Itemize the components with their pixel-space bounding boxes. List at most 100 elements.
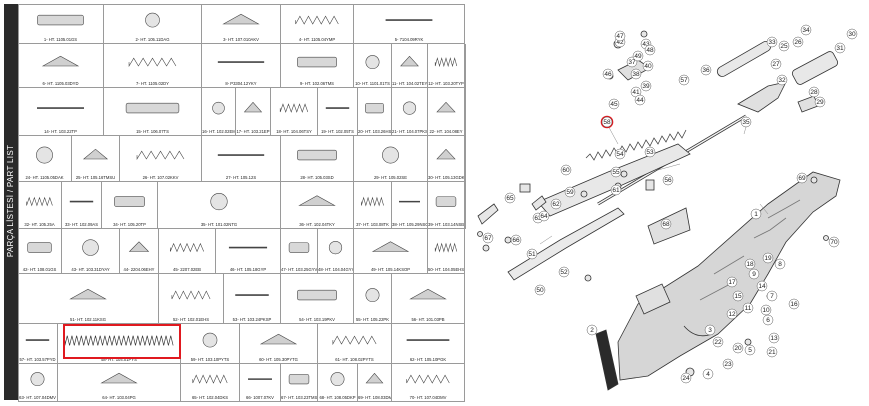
receiver xyxy=(537,143,691,217)
callout-circle xyxy=(644,44,656,56)
part-illustration xyxy=(332,335,377,346)
part-illustration xyxy=(25,339,50,341)
silencer-sleeve xyxy=(716,41,772,77)
callout-number: 28 xyxy=(810,89,818,96)
callout-number: 51 xyxy=(528,251,536,258)
callout-circle xyxy=(644,146,656,158)
callout-number: 18 xyxy=(746,261,754,268)
callout-number: 13 xyxy=(770,335,778,342)
part-illustration xyxy=(217,61,265,63)
part-illustration xyxy=(365,102,384,114)
callout-number: 42 xyxy=(616,39,624,46)
callout-circle xyxy=(504,192,516,204)
part-cell: 30- HT. 105.13GDK xyxy=(428,136,465,182)
callout-number: 64 xyxy=(540,213,548,220)
callout-number: 4 xyxy=(706,371,710,378)
callout-circle xyxy=(510,234,522,246)
callout-circle xyxy=(774,258,786,270)
callout-circle xyxy=(712,336,724,348)
part-label: 55- HT. 105.22PK xyxy=(355,317,390,322)
callout-number: 35 xyxy=(742,119,750,126)
part-cell: 16- HT. 102.02EMS xyxy=(202,88,236,136)
muzzle-cone xyxy=(737,81,787,113)
part-label: 61- HT. 108.02PYTS xyxy=(335,357,374,362)
part-label: 14- HT. 103.22TP xyxy=(44,129,77,134)
part-cell: 34- HT. 105.20TP xyxy=(102,182,158,229)
part-illustration xyxy=(235,294,269,296)
part-illustration xyxy=(400,55,419,67)
callout-circle xyxy=(660,218,672,230)
part-label: 36- HT. 102.04TKY xyxy=(299,222,335,227)
callout-number: 43 xyxy=(642,41,650,48)
part-label: 34- HT. 105.20TP xyxy=(113,222,146,227)
callout-circle xyxy=(766,290,778,302)
part-label: 69- HT. 108.03DMVP xyxy=(358,395,392,400)
part-label: 26- HT. 107.02KKV xyxy=(142,175,179,180)
callout-circle xyxy=(766,346,778,358)
part-label: 43- HT. 103.31DYAY xyxy=(71,267,110,272)
callout-circle xyxy=(834,42,846,54)
part-label: 67- HT. 103.23TMSP xyxy=(281,395,318,400)
mainspring-illustration xyxy=(64,335,174,346)
part-illustration xyxy=(192,374,228,384)
callout-circle xyxy=(768,332,780,344)
part-cell: 28- HT. 105.03SD xyxy=(281,136,354,182)
part-cell: 15- HT. 106.07TS xyxy=(104,88,202,136)
part-label: 29- HT. 105.02SE xyxy=(373,175,408,180)
callout-number: 58 xyxy=(603,119,611,126)
part-illustration xyxy=(26,196,53,207)
callout-number: 14 xyxy=(758,283,766,290)
part-label: 21- HT. 104.07PKSY xyxy=(392,129,428,134)
callout-circle xyxy=(796,172,808,184)
callout-number: 30 xyxy=(848,31,856,38)
part-illustration xyxy=(30,372,45,387)
front-sight xyxy=(797,95,819,113)
part-illustration xyxy=(82,239,99,256)
part-cell: 2- HT. 105.11DAG xyxy=(104,4,202,44)
callout-number: 34 xyxy=(802,27,810,34)
part-label: 48- HT. 104.04GYY xyxy=(318,267,354,272)
part-cell: 65- HT. 102.04DKS xyxy=(181,364,240,402)
part-label: 62- HT. 105.10PGK xyxy=(409,357,447,362)
callout-circle xyxy=(744,344,756,356)
part-illustration xyxy=(64,335,174,346)
part-illustration xyxy=(37,14,84,26)
part-illustration xyxy=(69,288,107,300)
callout-circle xyxy=(680,372,692,384)
callout-circle xyxy=(678,74,690,86)
part-illustration xyxy=(436,148,456,160)
part-cell: 5- 7104.09RYK xyxy=(354,4,465,44)
callout-circle xyxy=(788,298,800,310)
callout-circle xyxy=(760,304,772,316)
part-cell: 9- HT. 102.06TMS xyxy=(281,44,354,88)
part-cell: 37- HT. 103.08TK xyxy=(354,182,392,229)
part-illustration xyxy=(41,55,80,67)
part-label: 1- HT. 1105.01GS xyxy=(43,37,78,42)
callout-number: 12 xyxy=(728,311,736,318)
part-label: 64- HT. 103.04PG xyxy=(102,395,136,400)
silencer-body xyxy=(791,51,839,85)
part-cell: 46- HT. 105.18GYP xyxy=(216,229,281,274)
callout-circle xyxy=(632,50,644,62)
part-illustration xyxy=(145,12,160,28)
part-label: 18- HT. 104.06TSY xyxy=(276,129,312,134)
callout-circle xyxy=(614,30,626,42)
part-illustration xyxy=(406,374,450,384)
part-illustration xyxy=(217,154,265,156)
part-label: 25- HT. 105.16TMSU xyxy=(75,175,116,180)
callout-circle xyxy=(750,208,762,220)
part-cell: 3- HT. 107.010AKV xyxy=(202,4,281,44)
part-cell: 49- HT. 105.14KSOP xyxy=(354,229,428,274)
sidebar-title: PARÇA LİSTESİ / PART LIST xyxy=(6,144,15,258)
part-illustration xyxy=(27,242,52,253)
part-label: 28- HT. 105.03SD xyxy=(300,175,334,180)
part-label: 68- HT. 108.05DKP xyxy=(319,395,356,400)
part-illustration xyxy=(228,246,268,249)
callout-number: 27 xyxy=(772,61,780,68)
highlighted-part-frame xyxy=(63,324,181,359)
callout-circle xyxy=(601,116,613,128)
part-illustration xyxy=(125,102,180,114)
part-cell: 35- HT. 101.02NTG xyxy=(158,182,281,229)
callout-number: 1 xyxy=(754,211,758,218)
part-cell: 48- HT. 104.04GYY xyxy=(318,229,354,274)
